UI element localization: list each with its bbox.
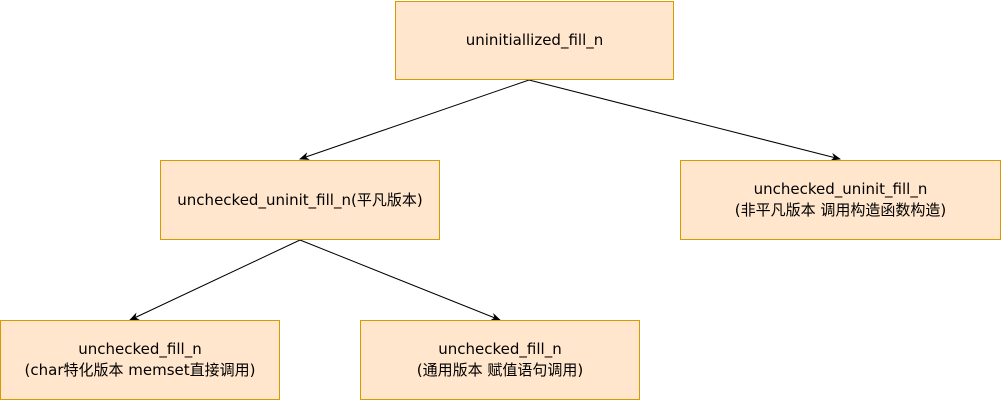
- node-right-label-line1: unchecked_uninit_fill_n: [753, 180, 928, 198]
- edge-left-to-bottom-left: [129, 239, 301, 321]
- node-unchecked-fill-n-generic: unchecked_fill_n (通用版本 赋值语句调用): [360, 320, 640, 400]
- node-bottom-left-label-line1: unchecked_fill_n: [78, 340, 202, 358]
- node-root-label: uninitiallized_fill_n: [465, 31, 604, 49]
- node-uninitialized-fill-n: uninitiallized_fill_n: [395, 1, 674, 80]
- node-left-label: unchecked_uninit_fill_n(平凡版本): [177, 190, 423, 209]
- node-unchecked-uninit-fill-n-nontrivial: unchecked_uninit_fill_n (非平凡版本 调用构造函数构造): [680, 160, 1001, 240]
- node-bottom-left-label-line2: (char特化版本 memset直接调用): [24, 361, 256, 379]
- node-bottom-right-label-line2: (通用版本 赋值语句调用): [416, 361, 584, 379]
- node-bottom-right-label-line1: unchecked_fill_n: [438, 340, 562, 358]
- node-unchecked-uninit-fill-n-trivial: unchecked_uninit_fill_n(平凡版本): [160, 160, 440, 240]
- node-unchecked-fill-n-char: unchecked_fill_n (char特化版本 memset直接调用): [0, 320, 280, 400]
- edge-root-to-left: [299, 79, 530, 160]
- node-right-label-line2: (非平凡版本 调用构造函数构造): [734, 201, 947, 219]
- edge-left-to-bottom-right: [299, 239, 501, 321]
- edge-root-to-right: [528, 79, 841, 161]
